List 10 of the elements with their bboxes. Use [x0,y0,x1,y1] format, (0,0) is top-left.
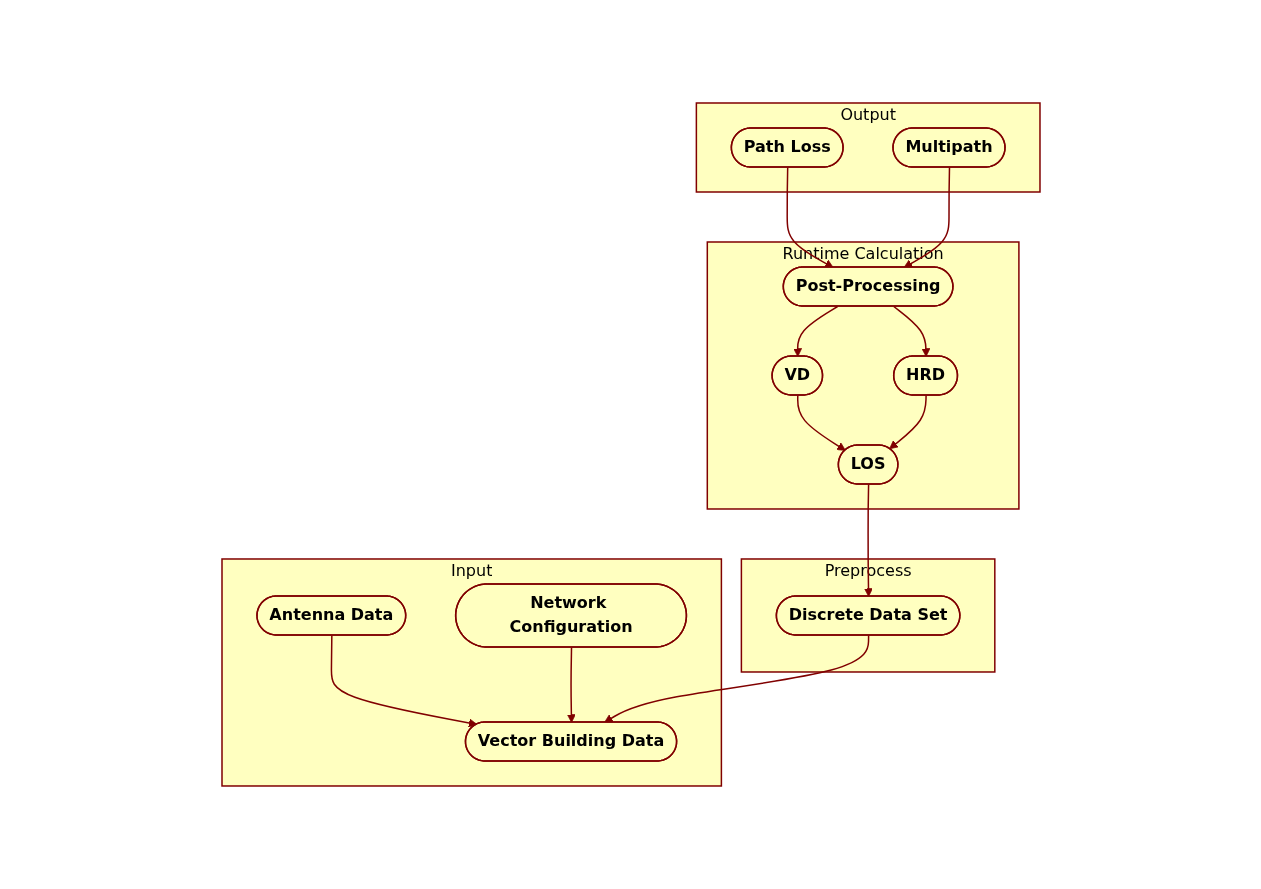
arrow [796,394,846,451]
arrow [888,394,927,450]
arrow [785,166,834,268]
arrow [892,305,930,357]
arrow [603,634,869,723]
arrow [863,483,873,597]
arrow [330,634,477,728]
arrow [792,305,838,357]
arrow [903,166,950,268]
arrow [566,646,576,723]
